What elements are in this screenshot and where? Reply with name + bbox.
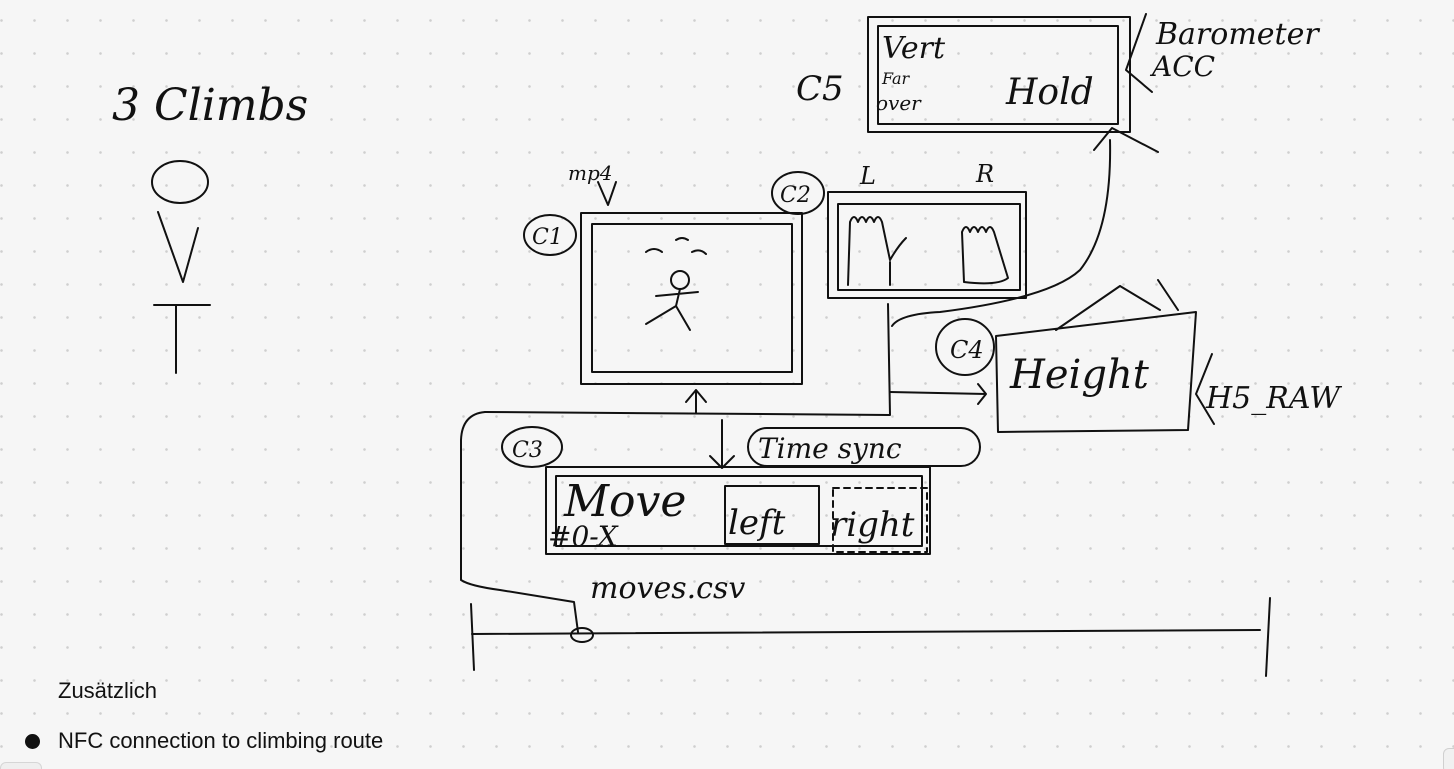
- video-frame-inner: [591, 223, 793, 373]
- video-box[interactable]: mp4 C1: [523, 161, 803, 385]
- climber-base-shape: [153, 304, 211, 374]
- video-scribble: [645, 237, 707, 255]
- left-hand-icon: [847, 216, 907, 286]
- c3-label: C3: [512, 438, 543, 463]
- left-word-box: [724, 485, 820, 545]
- acc-label: ACC: [1149, 50, 1215, 83]
- mp4-arrow: [597, 181, 617, 206]
- moves-frame-outer: [545, 466, 931, 555]
- video-figure-body: [645, 288, 699, 331]
- climber-body-shape: [157, 211, 199, 283]
- time-sync-label: Time sync: [758, 432, 902, 465]
- right-hand-icon: [961, 226, 1009, 285]
- height-branch-line: [1055, 279, 1179, 331]
- hold-label: Hold: [1005, 72, 1094, 113]
- sync-down-arrow: [709, 419, 735, 469]
- right-word: right: [830, 505, 915, 545]
- bottom-left-tab[interactable]: [0, 762, 42, 769]
- timeline[interactable]: [470, 597, 1271, 677]
- barometer-bracket: [1125, 13, 1153, 93]
- move-index-label: #0-X: [548, 520, 619, 553]
- left-hand-label: L: [859, 162, 876, 190]
- over-label: over: [876, 91, 922, 115]
- height-box[interactable]: C4 Height H5_RAW: [935, 311, 1342, 433]
- height-input-arrow: [889, 383, 987, 405]
- bullet-text[interactable]: NFC connection to climbing route: [58, 728, 384, 753]
- c2-circle: [771, 171, 825, 215]
- climber-head-shape: [151, 160, 209, 204]
- hands-frame-inner: [837, 203, 1021, 291]
- h5-raw-label: H5_RAW: [1205, 381, 1342, 416]
- bullet-icon: [25, 734, 40, 749]
- vert-label: Vert: [882, 31, 946, 66]
- video-frame-outer: [580, 212, 803, 385]
- c4-label: C4: [950, 336, 984, 364]
- connectors: [460, 127, 1179, 633]
- video-up-arrow: [685, 389, 707, 414]
- move-label: Move: [563, 476, 686, 527]
- timeline-marker-icon[interactable]: [570, 627, 594, 643]
- vert-hold-box[interactable]: C5 Vert Far over Hold Barometer ACC: [796, 13, 1320, 133]
- c1-circle: [523, 214, 577, 256]
- right-word-box: [832, 487, 928, 553]
- hands-frame-outer: [827, 191, 1027, 299]
- c1-label: C1: [532, 225, 563, 250]
- moves-csv-label: moves.csv: [590, 571, 745, 606]
- height-label: Height: [1009, 352, 1150, 398]
- moves-frame-inner: [555, 475, 923, 547]
- c4-circle: [935, 318, 995, 376]
- timeline-start-tick: [470, 603, 475, 671]
- far-label: Far: [881, 69, 911, 88]
- hold-return-line: [891, 127, 1159, 327]
- c2-label: C2: [780, 183, 811, 208]
- c5-label: C5: [796, 69, 844, 109]
- timeline-end-tick: [1265, 597, 1271, 677]
- moves-box[interactable]: C3 Time sync Move #0-X left right moves.…: [501, 426, 981, 606]
- top-loop-line: [484, 303, 891, 416]
- climbs-title: 3 Climbs: [112, 80, 308, 131]
- vert-hold-frame-inner: [877, 25, 1119, 125]
- resize-handle[interactable]: [1443, 748, 1454, 769]
- video-figure-head: [670, 270, 690, 290]
- barometer-label: Barometer: [1155, 17, 1320, 52]
- c3-circle: [501, 426, 563, 468]
- notes-heading[interactable]: Zusätzlich: [58, 678, 158, 703]
- h5-raw-bracket: [1195, 353, 1215, 425]
- hands-box[interactable]: C2 L R: [771, 160, 1027, 299]
- height-frame: [995, 311, 1197, 433]
- mp4-label: mp4: [568, 161, 613, 185]
- left-word: left: [728, 503, 786, 543]
- left-loop-line: [460, 411, 579, 633]
- right-hand-label: R: [975, 160, 994, 188]
- timeline-axis: [471, 629, 1261, 635]
- climbs-sketch: 3 Climbs: [112, 80, 308, 374]
